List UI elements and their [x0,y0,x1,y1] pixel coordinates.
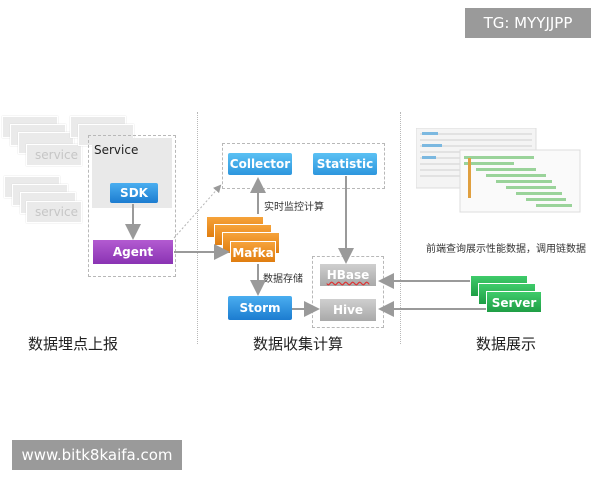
storage-label: 数据存储 [263,274,303,285]
service-box [88,135,176,277]
arrow-agent-collector [173,184,222,239]
service-card: service [26,201,82,223]
middle-section-caption: 数据收集计算 [253,335,344,353]
server-box: Server [486,291,542,313]
separator-left [197,112,198,344]
hbase-box: HBase [320,264,376,286]
left-section-caption: 数据埋点上报 [28,335,119,353]
watermark-top: TG: MYYJJPP [465,8,591,38]
storm-box: Storm [228,296,292,320]
sdk-box: SDK [110,183,158,203]
service-card: service [26,144,82,166]
hive-box: Hive [320,299,376,321]
frontend-label: 前端查询展示性能数据，调用链数据 [426,244,586,255]
realtime-box [222,143,385,189]
dashboard-screenshots [415,127,584,216]
mafka-box: Mafka [230,241,276,263]
dashboard-screenshots-icon [415,127,581,213]
hbase-label: HBase [326,268,370,282]
separator-right [400,112,401,344]
realtime-label: 实时监控计算 [264,202,324,213]
statistic-box: Statistic [313,153,377,175]
collector-box: Collector [228,153,292,175]
service-title: Service [94,143,139,157]
right-section-caption: 数据展示 [476,335,537,353]
watermark-bottom: www.bitk8kaifa.com [12,440,182,470]
agent-box: Agent [93,240,173,264]
